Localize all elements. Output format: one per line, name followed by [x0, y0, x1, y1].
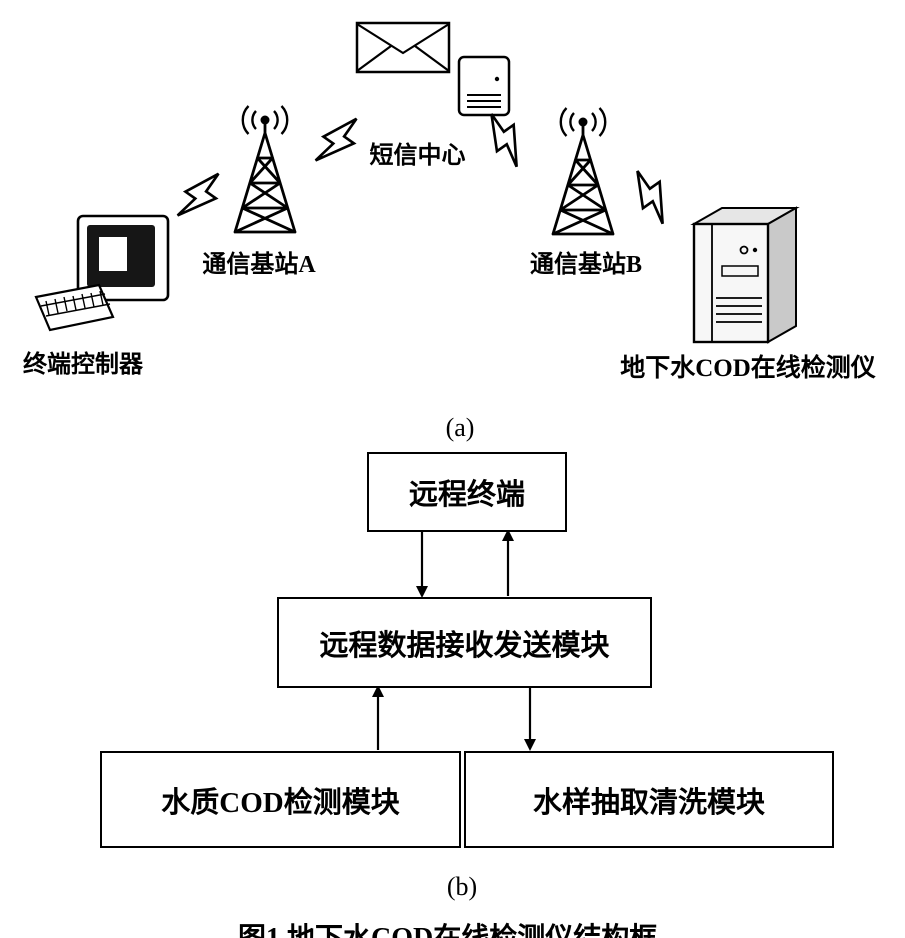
detector-label: 地下水COD在线检测仪 — [620, 355, 876, 382]
base-station-a-icon — [233, 104, 297, 234]
remote-terminal-label: 远程终端 — [408, 479, 525, 511]
sms-server-icon — [457, 55, 511, 117]
arrow-transceiver-to-sampler — [524, 686, 536, 751]
station-b-label: 通信基站B — [529, 252, 642, 278]
lightning-icon-3 — [476, 105, 536, 173]
remote-terminal-box: 远程终端 — [367, 452, 567, 532]
arrow-transceiver-to-terminal — [502, 529, 514, 596]
lightning-icon-4 — [622, 162, 682, 230]
arrow-terminal-to-transceiver — [416, 530, 428, 598]
detector-server-icon — [690, 206, 800, 344]
sample-clean-module-label: 水样抽取清洗模块 — [532, 786, 765, 819]
panel-a-caption: (a) — [445, 413, 475, 442]
lightning-icon-2 — [308, 107, 368, 175]
lightning-icon-1 — [170, 162, 230, 230]
sms-center-label: 短信中心 — [369, 143, 466, 169]
sample-clean-module-box: 水样抽取清洗模块 — [464, 751, 834, 848]
cropped-caption-text: 图1 地下水COD在线检测仪结构框图 — [238, 921, 678, 938]
cod-detect-module-label: 水质COD检测模块 — [161, 786, 400, 819]
monitor-icon — [76, 214, 170, 302]
station-a-label: 通信基站A — [202, 252, 316, 278]
cod-detect-module-box: 水质COD检测模块 — [100, 751, 461, 848]
panel-b-caption: (b) — [446, 872, 478, 901]
transceiver-module-label: 远程数据接收发送模块 — [319, 629, 610, 662]
transceiver-module-box: 远程数据接收发送模块 — [277, 597, 652, 688]
base-station-b-icon — [551, 106, 615, 236]
envelope-icon — [355, 21, 451, 74]
keyboard-icon — [34, 283, 115, 332]
cropped-caption: 图1 地下水COD在线检测仪结构框图 — [238, 921, 678, 938]
terminal-controller-label: 终端控制器 — [23, 352, 143, 378]
arrow-cod-to-transceiver — [372, 685, 384, 750]
